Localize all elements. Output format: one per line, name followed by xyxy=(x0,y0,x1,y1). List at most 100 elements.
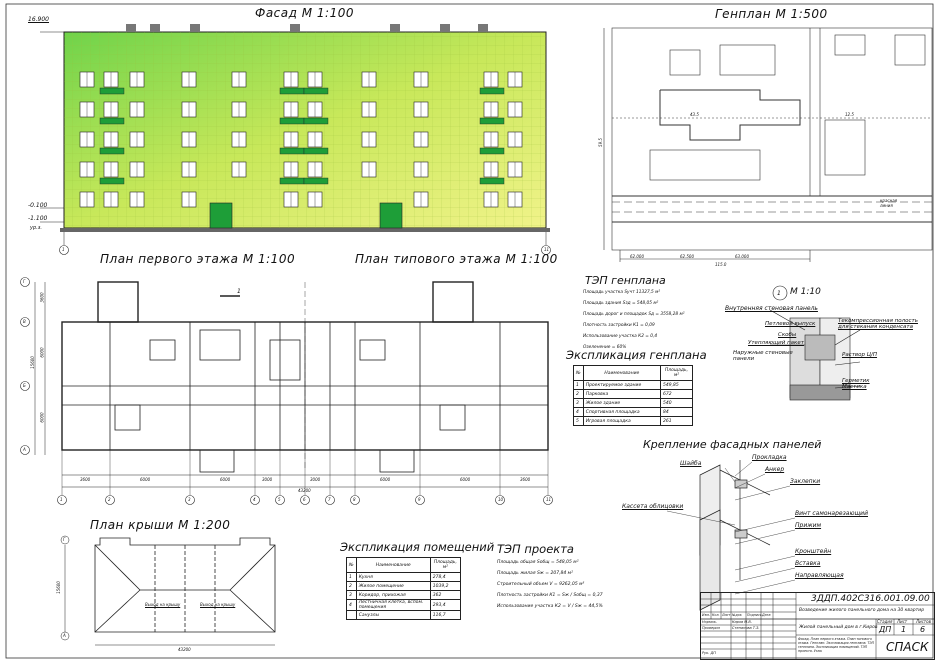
balcony xyxy=(99,117,125,125)
section-mark: 1 xyxy=(237,288,241,295)
axis-label: Б xyxy=(23,383,26,388)
tep-line: Площадь участка Sучт 11327,5 м² xyxy=(583,290,661,295)
plan-dim: 6000 xyxy=(140,477,151,482)
plan-left-dim: 3600 xyxy=(39,292,45,303)
plan-total-dim: 43200 xyxy=(298,488,311,493)
plan-room xyxy=(359,339,386,361)
node-label: Герметик Мастика xyxy=(842,378,870,390)
roof-exit-label: Выход на крышу xyxy=(200,602,236,607)
person-name: Киров М.В. xyxy=(732,620,752,624)
plan-dim: 6000 xyxy=(380,477,391,482)
table-cell: Коридор, прихожая xyxy=(355,590,431,600)
table-cell: 1039,2 xyxy=(429,581,462,591)
roof-plan-drawing xyxy=(60,535,276,646)
table-cell: Санузлы xyxy=(355,610,431,620)
axis-marker xyxy=(20,277,30,287)
table-cell: 5 xyxy=(573,416,584,426)
genplan-dim: 59.5 xyxy=(597,138,603,147)
facade-axis-start: 1 xyxy=(62,247,65,252)
table-cell: 672 xyxy=(660,389,693,399)
genplan-drawing xyxy=(603,27,933,262)
genplan-mark: 62.500 xyxy=(680,254,694,259)
title-block-header-cell: Кол. xyxy=(712,613,720,617)
axis-label: 11 xyxy=(546,497,552,502)
axis-label: 8 xyxy=(353,497,356,502)
node-label: Раствор Ц/П xyxy=(842,352,878,358)
node-label: Наружные стеновые панели xyxy=(733,350,793,362)
roof-width-dim: 43200 xyxy=(178,647,191,652)
title-block-header-cell: Изм. xyxy=(702,613,710,617)
plan-room xyxy=(199,329,241,361)
balcony xyxy=(479,117,505,125)
tep-line: Озеленение = 60% xyxy=(583,345,627,350)
organization: СПАСК xyxy=(886,640,929,654)
genplan-dim: 43.5 xyxy=(690,112,699,117)
table-cell: 3 xyxy=(573,398,584,408)
sheet-value: 1 xyxy=(901,625,907,634)
axis-marker xyxy=(495,495,505,505)
project-name: Возведение жилого панельного дома на 30 … xyxy=(799,608,925,613)
balcony xyxy=(99,87,125,95)
axis-label: Г xyxy=(23,279,26,284)
facade-title: Фасад М 1:100 xyxy=(255,6,354,20)
fastening-label: Винт самонарезающий xyxy=(795,510,868,517)
title-block-header-cell: Подпись xyxy=(747,613,762,617)
level-top: 16.900 xyxy=(28,16,49,23)
title-block: 3ДДП.402С316.001.09.00 Возведение жилого… xyxy=(700,592,935,660)
fastening-label: Направляющая xyxy=(795,572,844,579)
role-label: Рук. ДП xyxy=(702,651,716,655)
table-cell: 1 xyxy=(346,572,357,582)
tep-line: Площадь здания Sзд = 548,05 м² xyxy=(583,301,659,306)
balcony xyxy=(279,117,305,125)
axis-marker xyxy=(20,317,30,327)
fastening-label: Прокладка xyxy=(752,454,787,461)
entrance-door xyxy=(379,202,403,229)
balcony xyxy=(479,147,505,155)
fastening-label: Прижим xyxy=(795,522,822,529)
tep-line: Площадь жилая Sж = 207,84 м² xyxy=(497,571,573,576)
axis-marker xyxy=(275,495,285,505)
sheets-value: 6 xyxy=(920,625,926,634)
axis-marker xyxy=(57,495,67,505)
first-floor-plan-title: План первого этажа М 1:100 xyxy=(100,252,296,266)
balcony xyxy=(303,117,329,125)
person-name: Степанова Т.З. xyxy=(732,626,760,630)
roof-axis: А xyxy=(63,633,66,638)
plan-dim: 3600 xyxy=(520,477,531,482)
genplan-dim: 115.0 xyxy=(715,262,727,267)
node-label: Скобы xyxy=(778,332,797,338)
table-cell: 2 xyxy=(573,389,584,399)
title-block-header-cell: №док xyxy=(732,613,742,617)
roof-height-dim: 15600 xyxy=(55,581,61,594)
fastening-label: Вставка xyxy=(795,560,821,567)
table-cell: 540 xyxy=(660,398,693,408)
table-cell: 549,85 xyxy=(660,380,693,390)
axis-marker xyxy=(185,495,195,505)
panel-fastening-drawing xyxy=(666,460,796,611)
header-cell: Площадь, м² xyxy=(429,557,462,573)
node-label: Текомпрессионная полость для стекания ко… xyxy=(838,318,918,330)
axis-label: 3 xyxy=(188,497,191,502)
table-cell: Лестничная клетка, вспом. помещения xyxy=(355,599,431,611)
axis-marker xyxy=(300,495,310,505)
roof-exit-label: Выход на крышу xyxy=(145,602,181,607)
axis-label: 10 xyxy=(498,497,504,502)
genplan-dim: 12.5 xyxy=(845,112,854,117)
axis-label: 4 xyxy=(253,497,256,502)
stage-label: Стадия xyxy=(877,619,893,624)
genplan-title: Генплан М 1:500 xyxy=(715,7,828,21)
node-label: Утепляющий пакет xyxy=(748,340,804,346)
plan-dim: 3000 xyxy=(310,477,321,482)
axis-label: 6 xyxy=(303,497,306,502)
stage-value: ДП xyxy=(879,625,892,634)
plan-room xyxy=(269,339,301,381)
typical-floor-plan-title: План типового этажа М 1:100 xyxy=(355,252,558,266)
plan-room xyxy=(114,404,141,431)
